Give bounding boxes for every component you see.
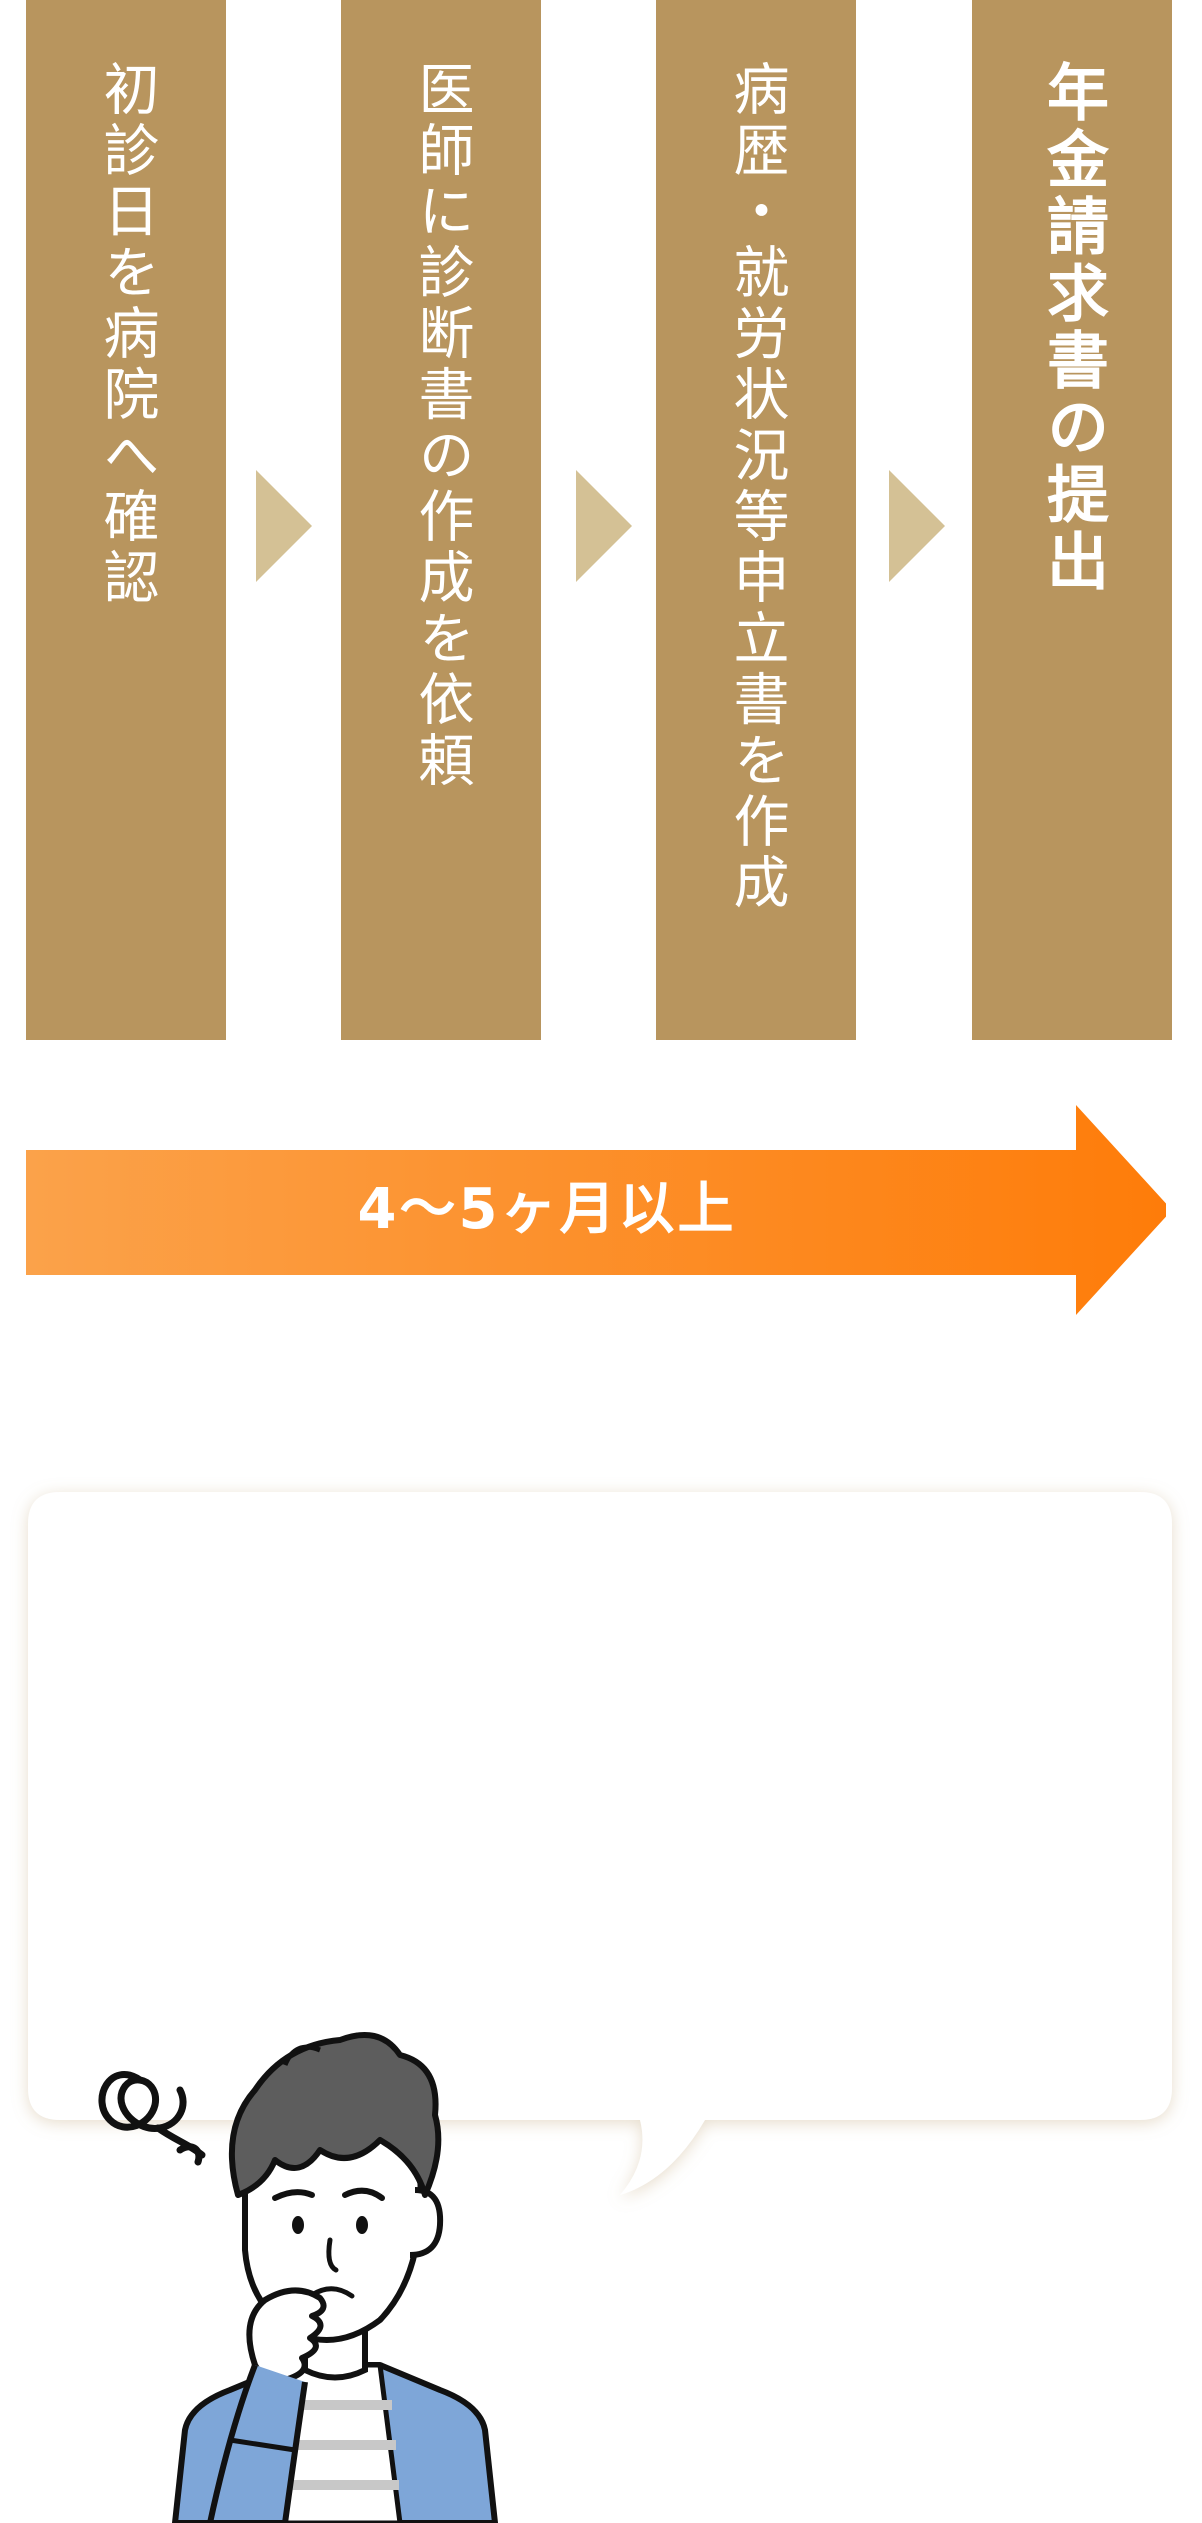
step-label: 年金請求書の提出 <box>1036 60 1109 596</box>
step-create-statement: 病歴・就労状況等申立書を作成 <box>656 0 856 1040</box>
step-request-medical-certificate: 医師に診断書の作成を依頼 <box>341 0 541 1040</box>
duration-label: 4〜5ヶ月以上 <box>357 1177 737 1242</box>
step-submit-pension-claim: 年金請求書の提出 <box>972 0 1172 1040</box>
step-label: 病歴・就労状況等申立書を作成 <box>724 60 789 914</box>
confusion-scribble-icon <box>98 2071 206 2166</box>
speech-bubble <box>28 1492 1172 2195</box>
duration-arrow-icon <box>26 1105 1166 1315</box>
step-arrow-icon <box>576 470 632 582</box>
step-arrow-icon <box>889 470 945 582</box>
step-label: 初診日を病院へ確認 <box>94 60 159 609</box>
step-label: 医師に診断書の作成を依頼 <box>409 60 474 792</box>
step-arrow-icon <box>256 470 312 582</box>
step-confirm-first-visit: 初診日を病院へ確認 <box>26 0 226 1040</box>
confused-person-illustration <box>98 2032 498 2523</box>
